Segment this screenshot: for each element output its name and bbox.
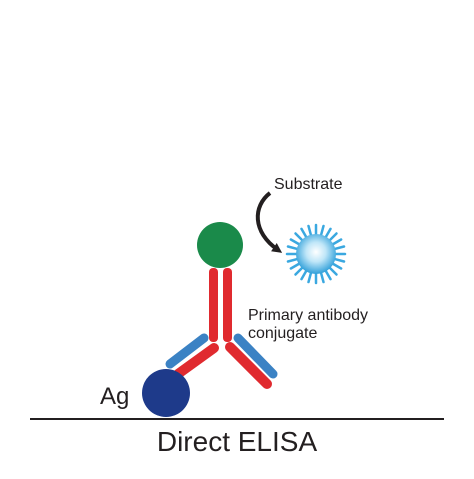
light-chain-left [165, 333, 209, 369]
primary-antibody-label: Primary antibody conjugate [248, 307, 368, 344]
heavy-chain-stem-left [209, 268, 218, 342]
antigen-label: Ag [100, 383, 130, 410]
light-chain-right [233, 333, 278, 379]
antibody-left-arm [165, 333, 219, 379]
heavy-chain-left [173, 343, 219, 379]
primary-antibody-label-line2: conjugate [248, 325, 318, 343]
curved-arrow-icon [255, 191, 283, 253]
diagram-title: Direct ELISA [156, 426, 318, 457]
substrate-core [296, 234, 336, 274]
substrate-burst-icon [285, 223, 347, 285]
antibody-stem [209, 268, 232, 342]
heavy-chain-right [225, 342, 272, 389]
heavy-chain-stem-right [223, 268, 232, 342]
antibody-right-arm [225, 333, 278, 389]
substrate-label: Substrate [274, 176, 343, 193]
primary-antibody-label-line1: Primary antibody [248, 307, 369, 324]
antigen-circle [142, 369, 190, 417]
enzyme-circle [197, 222, 243, 268]
